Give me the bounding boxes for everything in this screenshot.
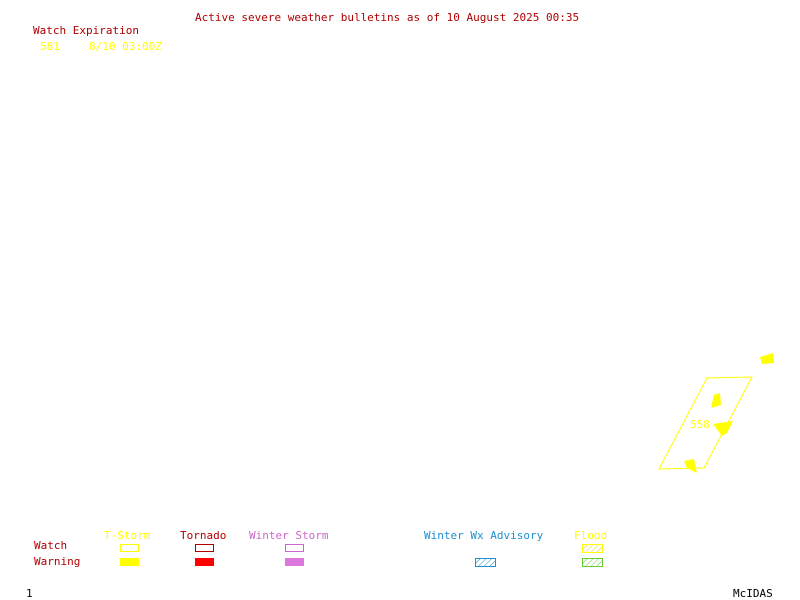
warning-area[interactable] [684,459,697,473]
legend-category-winter-advisory: Winter Wx Advisory [424,529,544,542]
watch-polygon-label: 558 [690,418,710,431]
legend-category-tstorm: T-Storm [104,529,151,542]
legend-swatch-winter-advisory-warning [475,558,496,567]
legend-row-watch: Watch [34,539,68,552]
watch-number: 581 [40,40,60,53]
bulletin-title: Active severe weather bulletins as of 10… [195,11,580,24]
warning-area[interactable] [760,353,774,364]
legend-category-flood: Flood [574,529,608,542]
legend-swatch-tstorm-warning [120,558,139,566]
warning-area[interactable] [713,421,733,436]
legend-row-warning: Warning [34,555,81,568]
warning-area[interactable] [711,393,721,408]
legend-swatch-tornado-warning [195,558,214,566]
watch-expiration-header: Watch Expiration [33,24,139,37]
legend-swatch-tstorm-watch [120,544,139,552]
legend-swatch-flood-warning [582,558,603,567]
legend-swatch-winter-storm-warning [285,558,304,566]
frame-number: 1 [26,587,33,600]
legend-swatch-flood-watch [582,544,603,553]
legend-swatch-winter-storm-watch [285,544,304,552]
legend-category-tornado: Tornado [180,529,227,542]
brand-label: McIDAS [733,587,773,600]
watch-polygon[interactable] [658,376,753,470]
legend-category-winter-storm: Winter Storm [249,529,329,542]
watch-expiration-time: 8/10 03:00Z [89,40,162,53]
legend-swatch-tornado-watch [195,544,214,552]
